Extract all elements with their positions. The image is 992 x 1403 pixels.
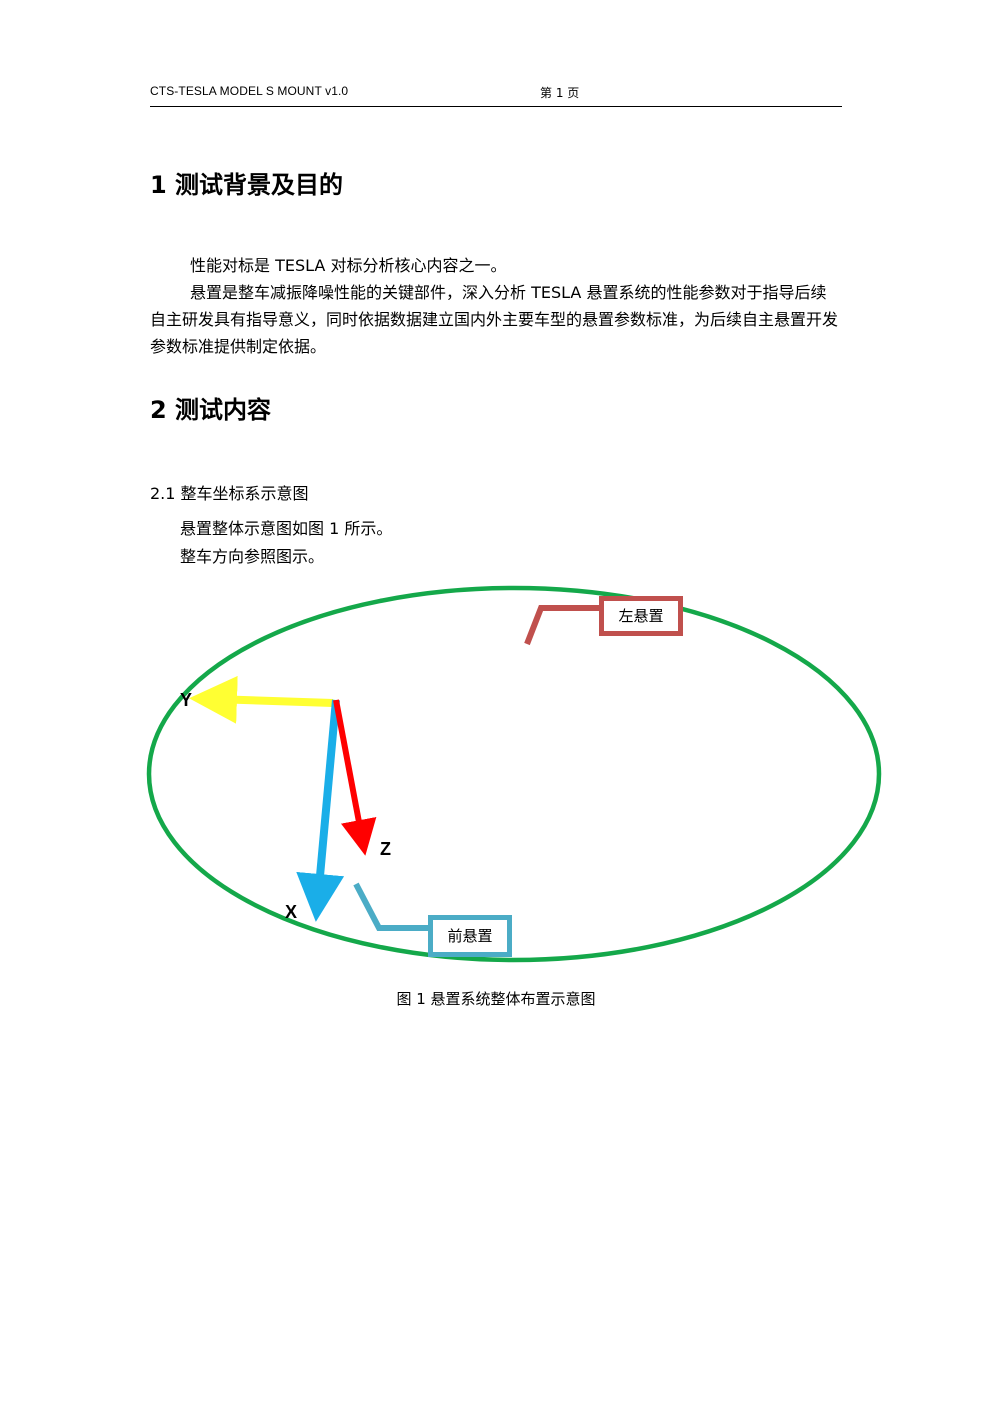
section-2-title: 2 测试内容 [150,396,272,424]
figure-caption: 图 1 悬置系统整体布置示意图 [396,990,596,1008]
left-mount-leader [524,605,601,646]
x-axis-label: X [285,902,298,922]
paragraph-mount-importance: 悬置是整车减振降噪性能的关键部件，深入分析 TESLA 悬置系统的性能参数对于指… [150,283,839,356]
x-axis-arrow [296,699,345,922]
vehicle-direction-text: 整车方向参照图示。 [180,547,325,566]
page-header: CTS-TESLA MODEL S MOUNT v1.0 第 1 页 [150,84,842,107]
document-code: CTS-TESLA MODEL S MOUNT v1.0 [150,84,349,98]
subsection-2-1-title: 2.1 整车坐标系示意图 [150,484,309,503]
vehicle-outline [146,585,882,963]
paragraph-benchmark: 性能对标是 TESLA 对标分析核心内容之一。 [190,256,507,275]
section-1-body: 性能对标是 TESLA 对标分析核心内容之一。 悬置是整车减振降噪性能的关键部件… [150,252,842,360]
z-axis-arrow [333,699,377,856]
front-mount-callout: 前悬置 [428,915,512,957]
section-1-title: 1 测试背景及目的 [150,171,344,199]
front-mount-leader [353,882,430,931]
left-mount-callout: 左悬置 [599,596,683,636]
figure-reference-text: 悬置整体示意图如图 1 所示。 [180,519,393,538]
y-axis-arrow [189,675,334,724]
page-number: 第 1 页 [540,86,580,100]
y-axis-label: Y [180,690,193,710]
z-axis-label: Z [380,839,391,859]
